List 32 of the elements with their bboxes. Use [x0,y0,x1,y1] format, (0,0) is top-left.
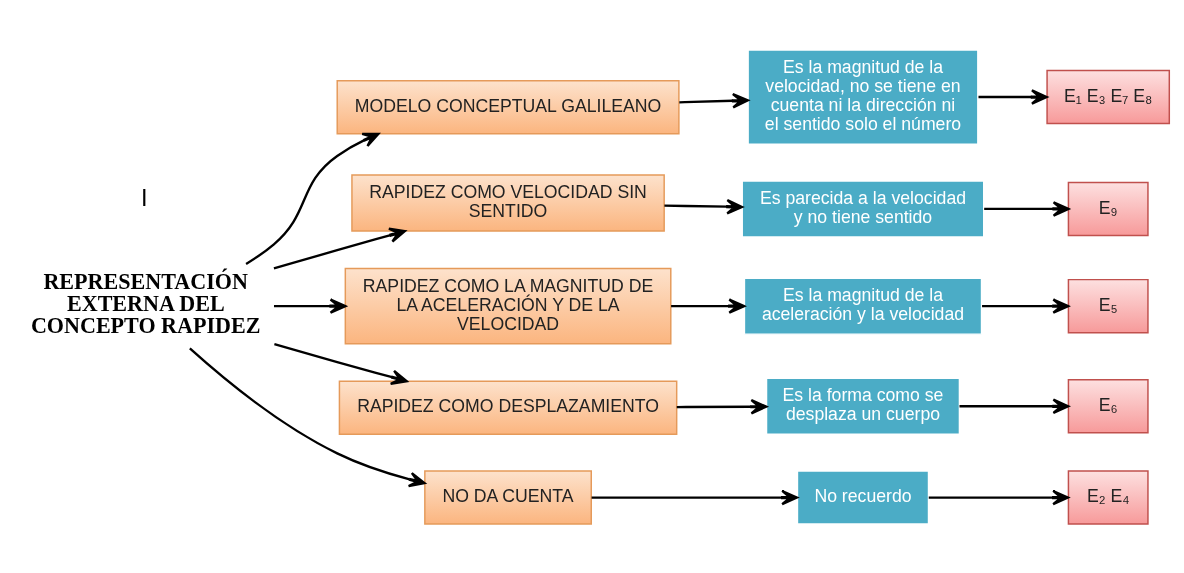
node-text: REPRESENTACIÓN EXTERNA DEL CONCEPTO RAPIDEZ [30,268,261,338]
node-box: Es parecida a la velocidad y no tiene sentido [741,179,985,238]
arrow [273,227,407,270]
arrow [984,200,1070,217]
arrow [982,297,1070,314]
node-box: E₂ E₄ [1067,469,1149,525]
node-box: Es la forma como se desplaza un cuerpo [765,377,961,435]
node-box: E₅ [1067,278,1149,333]
node-box: RAPIDEZ COMO VELOCIDAD SIN SENTIDO [351,173,665,232]
arrow [591,489,799,505]
node-box: Es la magnitud de la aceleración y la velocidad [743,276,983,335]
arrow [676,398,768,415]
arrow [664,198,744,214]
arrow [671,297,746,314]
node-box: RAPIDEZ COMO DESPLAZAMIENTO [338,380,678,435]
node-box: Es la magnitud de la velocidad, no se tiene en cuenta ni la dirección ni el sentido solo el número [747,48,979,145]
node-box: No recuerdo [796,469,930,525]
node-box: E₉ [1067,181,1149,236]
arrow [959,398,1070,414]
node-box: E₁ E₃ E₇ E₈ [1046,69,1171,124]
arrow [928,489,1070,505]
node-box: E₆ [1067,378,1149,434]
node-box: RAPIDEZ COMO LA MAGNITUD DE LA ACELERACIÓN Y DE LA VELOCIDAD [344,267,672,344]
arrow [978,88,1048,105]
node-box: NO DA CUENTA [424,469,592,525]
label: I [141,184,148,211]
arrow [679,92,749,109]
arrow [274,297,347,314]
arrow [189,347,426,487]
arrow [274,342,408,385]
arrow [245,132,380,265]
node-box: MODELO CONCEPTUAL GALILEANO [336,79,680,135]
